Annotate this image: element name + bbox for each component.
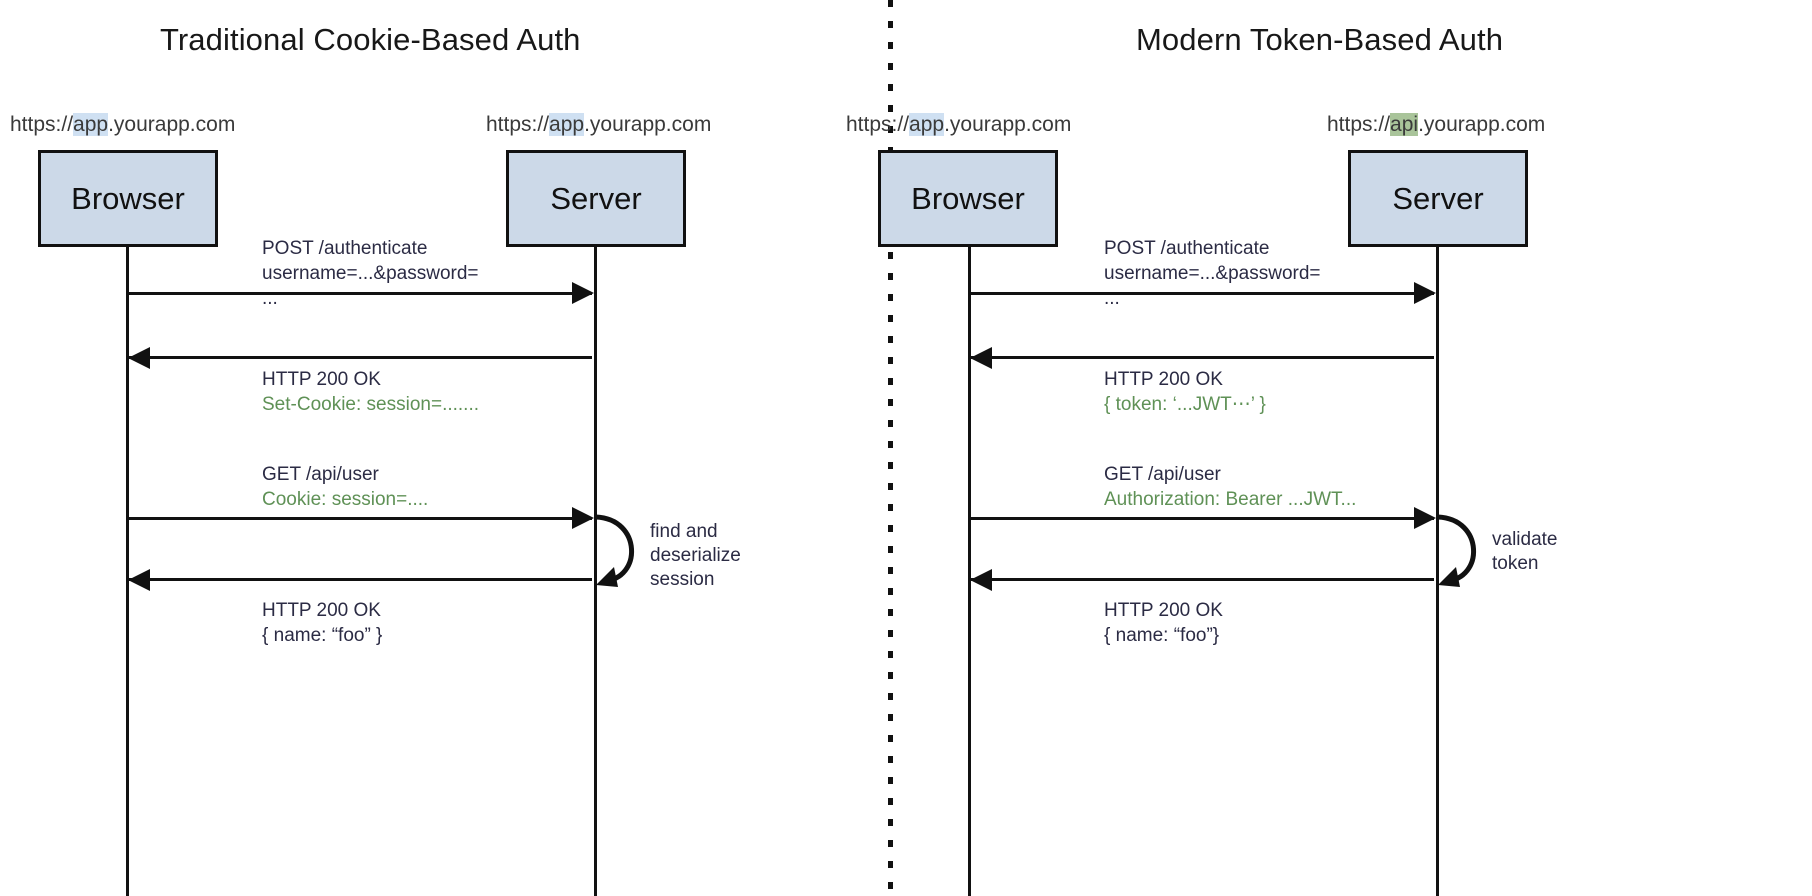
note-line: validate — [1492, 529, 1558, 550]
message-arrow-line-4-right — [970, 578, 1434, 581]
message-line: username=...&password= — [1104, 263, 1321, 284]
message-line: ... — [1104, 288, 1120, 309]
url-suffix: .yourapp.com — [584, 113, 712, 136]
vertical-dotted-divider — [888, 0, 893, 896]
lifeline-server-right — [1436, 247, 1439, 896]
actor-label: Browser — [911, 180, 1025, 216]
message-label-http200-name-left: HTTP 200 OK { name: “foo” } — [262, 598, 382, 648]
url-prefix: https:// — [486, 113, 550, 136]
message-arrow-line-3-left — [128, 517, 592, 520]
note-line: token — [1492, 553, 1539, 574]
arrowhead-right — [572, 282, 594, 304]
message-line: { name: “foo”} — [1104, 625, 1220, 646]
message-line: POST /authenticate — [1104, 238, 1270, 259]
message-label-post-authenticate-right: POST /authenticate username=...&password… — [1104, 236, 1321, 311]
actor-box-browser-left[interactable]: Browser — [38, 150, 218, 247]
message-arrow-line-2-right — [970, 356, 1434, 359]
message-line: POST /authenticate — [262, 238, 428, 259]
arrowhead-left — [970, 569, 992, 591]
lifeline-server-left — [594, 247, 597, 896]
message-line: Set-Cookie: session=....... — [262, 394, 480, 415]
panel-title-cookie: Traditional Cookie-Based Auth — [160, 22, 581, 57]
url-label-server-right: https://api.yourapp.com — [1327, 113, 1545, 137]
message-line: { name: “foo” } — [262, 625, 383, 646]
actor-box-server-left[interactable]: Server — [506, 150, 686, 247]
message-label-http200-setcookie-left: HTTP 200 OK Set-Cookie: session=....... — [262, 367, 479, 417]
self-loop-arc-right — [1437, 514, 1477, 587]
self-loop-arc-left — [595, 514, 635, 587]
arrowhead-right — [1414, 507, 1436, 529]
arrowhead-right — [1414, 282, 1436, 304]
message-label-http200-name-right: HTTP 200 OK { name: “foo”} — [1104, 598, 1223, 648]
url-suffix: .yourapp.com — [944, 113, 1072, 136]
self-loop-note-left: find and deserialize session — [650, 520, 741, 592]
message-arrow-line-2-left — [128, 356, 592, 359]
self-loop-note-right: validate token — [1492, 528, 1558, 576]
arrowhead-left — [128, 347, 150, 369]
url-prefix: https:// — [10, 113, 74, 136]
message-arrow-line-1-right — [970, 292, 1434, 295]
arrowhead-left — [128, 569, 150, 591]
note-line: session — [650, 569, 715, 590]
url-label-server-left: https://app.yourapp.com — [486, 113, 711, 137]
url-highlight: app — [549, 113, 585, 136]
actor-box-server-right[interactable]: Server — [1348, 150, 1528, 247]
message-label-get-apiuser-right: GET /api/user Authorization: Bearer ...J… — [1104, 462, 1356, 512]
lifeline-browser-left — [126, 247, 129, 896]
actor-label: Server — [1392, 180, 1484, 216]
message-label-get-apiuser-left: GET /api/user Cookie: session=.... — [262, 462, 428, 512]
message-line: { token: ‘...JWT⋯’ } — [1104, 394, 1266, 415]
actor-label: Server — [550, 180, 642, 216]
message-line: HTTP 200 OK — [1104, 600, 1223, 621]
url-label-browser-right: https://app.yourapp.com — [846, 113, 1071, 137]
url-prefix: https:// — [846, 113, 910, 136]
url-label-browser-left: https://app.yourapp.com — [10, 113, 235, 137]
url-prefix: https:// — [1327, 113, 1391, 136]
message-arrow-line-4-left — [128, 578, 592, 581]
url-suffix: .yourapp.com — [108, 113, 236, 136]
note-line: find and — [650, 521, 718, 542]
panel-title-token: Modern Token-Based Auth — [1136, 22, 1504, 57]
message-label-http200-token-right: HTTP 200 OK { token: ‘...JWT⋯’ } — [1104, 367, 1266, 417]
actor-box-browser-right[interactable]: Browser — [878, 150, 1058, 247]
lifeline-browser-right — [968, 247, 971, 896]
url-highlight: api — [1390, 113, 1419, 136]
message-line: Cookie: session=.... — [262, 489, 429, 510]
message-line: HTTP 200 OK — [1104, 369, 1223, 390]
message-arrow-line-3-right — [970, 517, 1434, 520]
url-highlight: app — [73, 113, 109, 136]
message-line: GET /api/user — [1104, 464, 1221, 485]
message-line: HTTP 200 OK — [262, 600, 381, 621]
message-line: username=...&password= — [262, 263, 479, 284]
url-highlight: app — [909, 113, 945, 136]
message-line: ... — [262, 288, 278, 309]
message-label-post-authenticate-left: POST /authenticate username=...&password… — [262, 236, 479, 311]
message-line: HTTP 200 OK — [262, 369, 381, 390]
message-arrow-line-1-left — [128, 292, 592, 295]
note-line: deserialize — [650, 545, 741, 566]
message-line: Authorization: Bearer ...JWT... — [1104, 489, 1357, 510]
message-line: GET /api/user — [262, 464, 379, 485]
actor-label: Browser — [71, 180, 185, 216]
url-suffix: .yourapp.com — [1418, 113, 1546, 136]
arrowhead-right — [572, 507, 594, 529]
arrowhead-left — [970, 347, 992, 369]
